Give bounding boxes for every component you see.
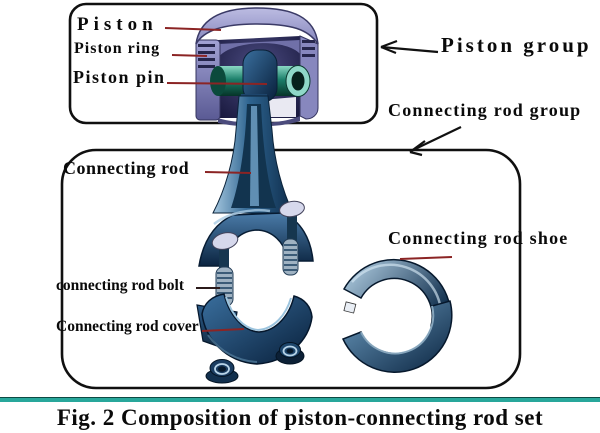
rod-bolt-left — [211, 232, 239, 307]
label-piston-pin: Piston pin — [73, 67, 166, 87]
group-arrows — [380, 39, 462, 157]
label-connecting-rod-cover: Connecting rod cover — [56, 318, 199, 335]
piston-illustration — [195, 7, 319, 127]
rod-nut-bottom — [205, 359, 239, 384]
leader-lines — [164, 27, 453, 332]
rod-nut-right — [275, 342, 305, 365]
label-piston: Piston — [77, 14, 158, 35]
label-connecting-rod-shoe: Connecting rod shoe — [388, 228, 569, 248]
piston-group-arrow — [380, 45, 439, 54]
label-connecting-rod: Connecting rod — [63, 158, 190, 178]
label-connecting-rod-bolt: connecting rod bolt — [56, 277, 185, 294]
rod-bolt-right — [279, 200, 305, 276]
label-piston-group: Piston group — [441, 33, 592, 57]
connecting-rod-group-box — [60, 148, 522, 390]
rod-shoe-illustration — [341, 258, 453, 373]
teal-divider-line — [0, 397, 600, 402]
label-piston-ring: Piston ring — [74, 40, 161, 57]
figure-caption: Fig. 2 Composition of piston-connecting … — [56, 405, 544, 430]
label-connecting-rod-group: Connecting rod group — [388, 100, 582, 120]
rod-group-arrow — [412, 126, 462, 151]
connecting-rod-illustration — [196, 94, 314, 384]
